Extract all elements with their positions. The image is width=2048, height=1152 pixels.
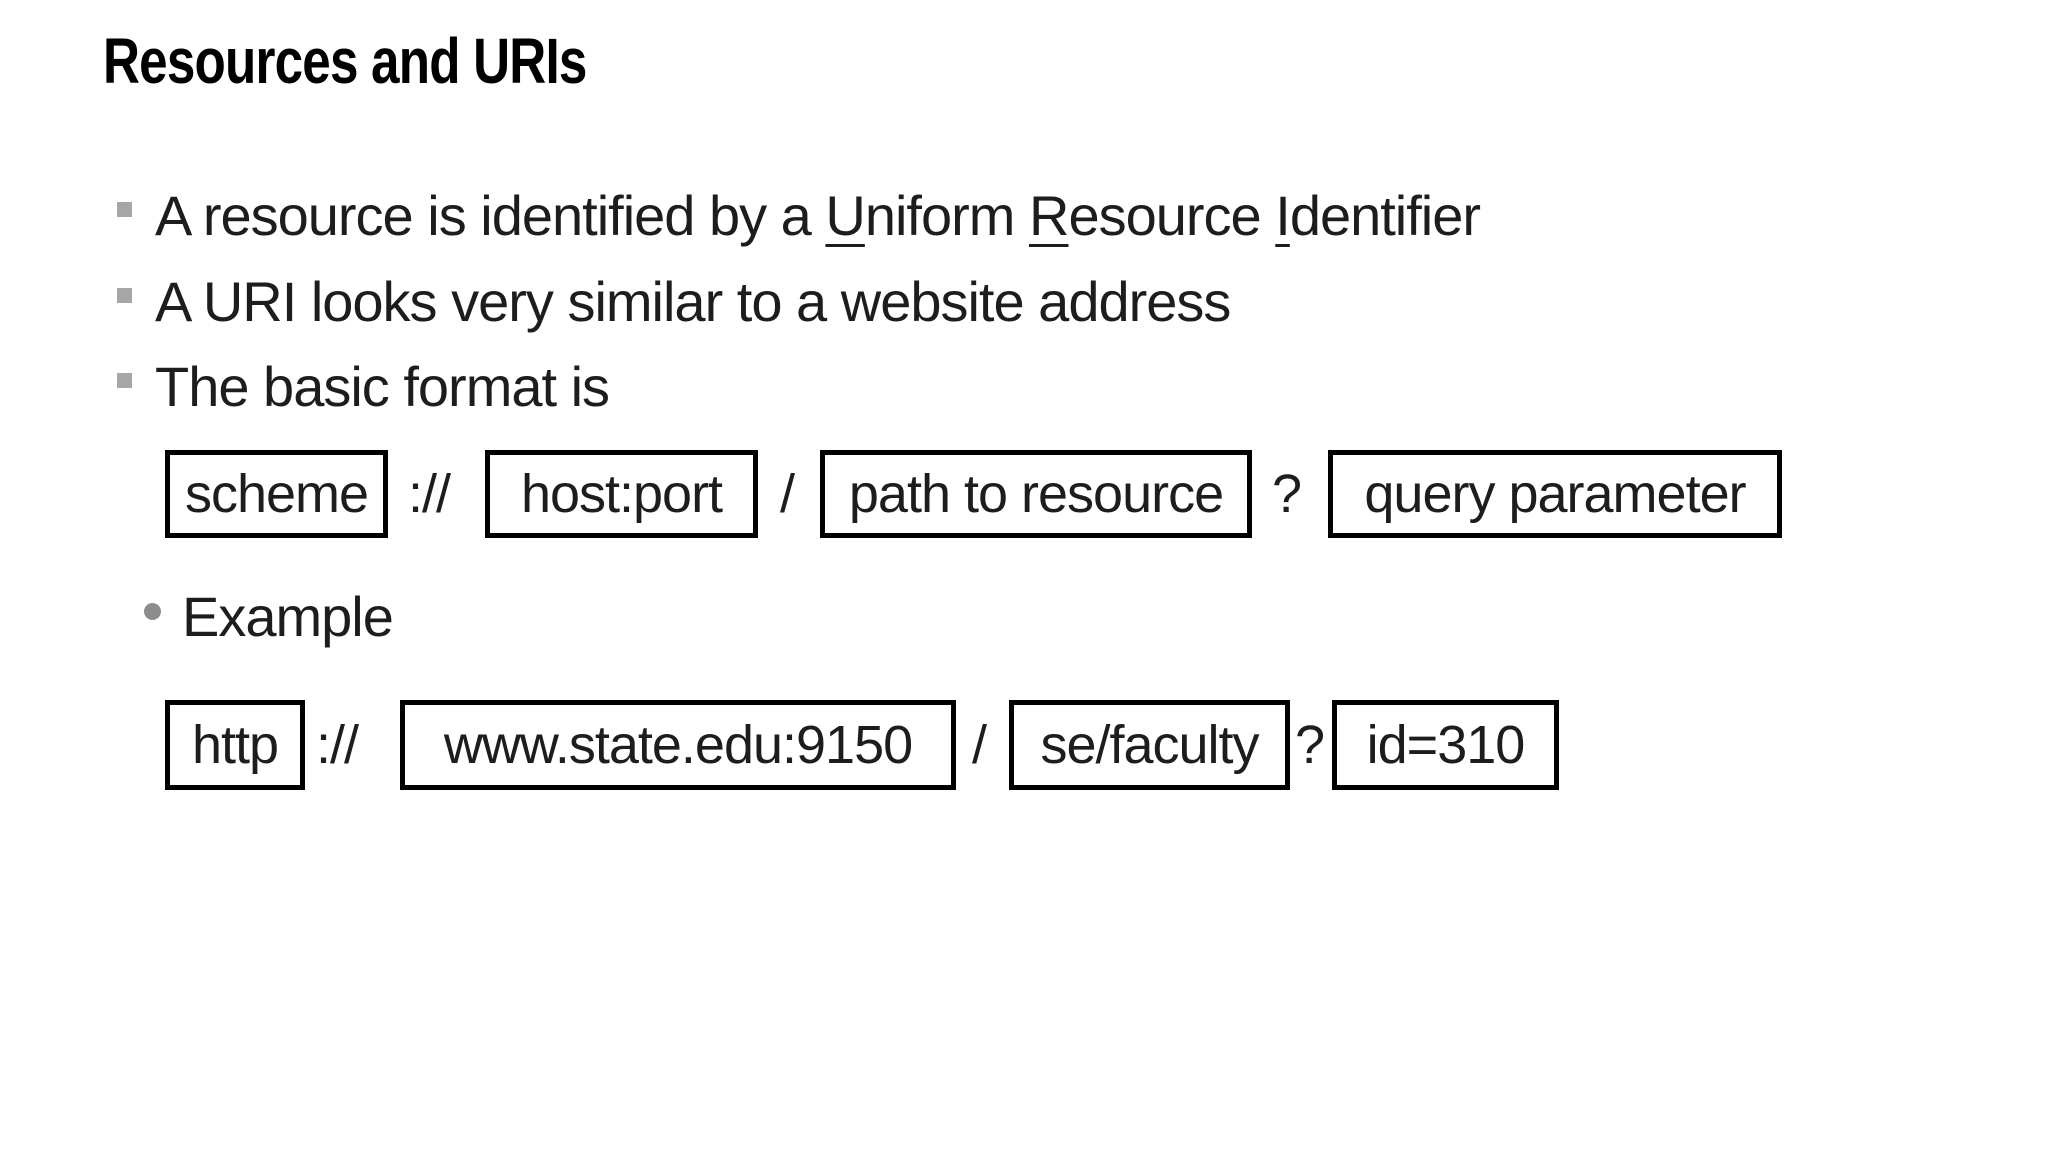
uri-example-row: http :// www.state.edu:9150 / se/faculty… <box>0 700 2048 790</box>
path-box: path to resource <box>820 450 1252 538</box>
page-title: Resources and URIs <box>103 25 587 97</box>
scheme-host-separator: :// <box>408 464 451 524</box>
path-query-separator: ? <box>1295 715 1325 775</box>
query-parameter-box: query parameter <box>1328 450 1782 538</box>
example-query-parameter-box: id=310 <box>1332 700 1559 790</box>
host-path-separator: / <box>780 464 795 524</box>
circle-bullet-icon <box>144 602 161 620</box>
scheme-host-separator: :// <box>316 715 359 775</box>
text-segment: esource <box>1068 184 1276 247</box>
underlined-letter: R <box>1029 184 1069 247</box>
square-bullet-icon <box>117 287 132 303</box>
text-segment: niform <box>864 184 1029 247</box>
bullet-text: A URI looks very similar to a website ad… <box>155 270 1231 333</box>
host-port-box: host:port <box>485 450 758 538</box>
text-segment: A resource is identified by a <box>155 184 826 247</box>
uri-format-row: scheme :// host:port / path to resource … <box>0 450 2048 538</box>
underlined-letter: I <box>1275 184 1291 247</box>
host-path-separator: / <box>972 715 987 775</box>
example-path-box: se/faculty <box>1009 700 1290 790</box>
bullet-item-basic-format: The basic format is <box>117 355 610 418</box>
path-query-separator: ? <box>1272 464 1302 524</box>
bullet-text: A resource is identified by a Uniform Re… <box>155 188 1481 244</box>
square-bullet-icon <box>117 372 132 388</box>
example-label: Example <box>182 585 394 648</box>
underlined-letter: U <box>825 184 865 247</box>
square-bullet-icon <box>117 201 132 217</box>
bullet-item-uri-definition: A resource is identified by a Uniform Re… <box>117 186 1481 246</box>
example-host-port-box: www.state.edu:9150 <box>400 700 956 790</box>
example-sub-bullet: Example <box>144 585 394 648</box>
example-scheme-box: http <box>165 700 305 790</box>
scheme-box: scheme <box>165 450 388 538</box>
bullet-text: The basic format is <box>155 355 610 418</box>
bullet-item-uri-similarity: A URI looks very similar to a website ad… <box>117 270 1231 333</box>
text-segment: dentifier <box>1289 184 1481 247</box>
